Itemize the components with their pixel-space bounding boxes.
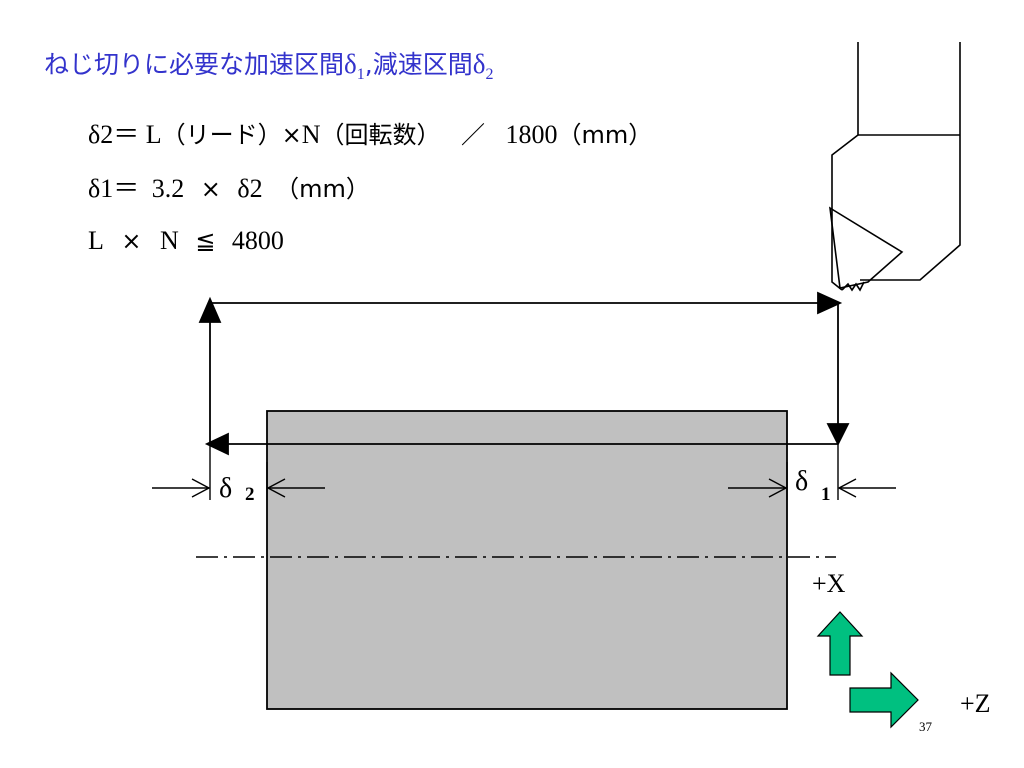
formula-delta2: δ2＝ L（リード）×N（回転数） ／ 1800（mm） <box>88 114 652 151</box>
x-axis-arrow <box>816 611 864 676</box>
f1-rev: （回転数） <box>320 121 441 149</box>
f3-value: 4800 <box>231 226 284 255</box>
title-delta2: δ <box>472 49 486 79</box>
f1-value: 1800 <box>505 120 558 149</box>
x-axis-label: +X <box>812 569 846 598</box>
tool-shank-right-edge <box>860 42 961 281</box>
f3-l: L <box>88 226 103 255</box>
f1-lhs: δ2＝ <box>88 120 140 149</box>
f1-slash: ／ <box>461 121 486 149</box>
f3-n: N <box>160 226 179 255</box>
delta1-dimension <box>728 478 896 498</box>
z-axis-label: +Z <box>960 689 991 718</box>
title-mid: ,減速区間 <box>364 50 473 79</box>
workpiece <box>266 410 788 710</box>
f2-lhs: δ1＝ <box>88 174 140 203</box>
delta1-outer-arrowhead <box>768 478 788 498</box>
delta1-inner-arrowhead <box>837 478 857 498</box>
plunge-arrowhead <box>826 423 850 447</box>
delta2-inner-arrowhead <box>266 478 286 498</box>
tool-tip <box>841 281 865 292</box>
delta2-label: δ <box>219 473 232 504</box>
title-prefix: ねじ切りに必要な加速区間 <box>44 50 345 79</box>
delta1-label: δ <box>795 466 808 497</box>
delta2-dimension <box>152 478 325 498</box>
f1-unit: （mm） <box>557 121 653 149</box>
f2-times: × <box>200 175 221 203</box>
tool-insert <box>829 206 904 289</box>
f2-delta: δ2 <box>237 174 263 203</box>
delta2-outer-arrowhead <box>191 478 211 498</box>
delta1-subscript: 1 <box>821 484 831 505</box>
title-sub1: 1 <box>356 66 365 83</box>
delta2-subscript: 2 <box>245 484 255 505</box>
tool-shank-left-edge <box>831 42 859 291</box>
z-axis-arrow <box>849 671 919 729</box>
f1-lead: （リード） <box>161 121 282 149</box>
f2-value: 3.2 <box>151 174 185 203</box>
retract-arrowhead <box>198 296 222 323</box>
f1-l: L <box>145 120 162 149</box>
dimension-extension-lines <box>209 444 839 500</box>
title-sub2: 2 <box>485 66 494 83</box>
page-number: 37 <box>919 719 933 734</box>
f3-leq: ≦ <box>195 227 216 255</box>
cutting-tool <box>829 42 961 292</box>
f1-times: × <box>281 121 302 149</box>
formula-limit: L × N ≦ 4800 <box>88 226 284 256</box>
cycle-path <box>198 291 850 456</box>
rapid-return-arrowhead <box>817 291 843 315</box>
f1-n: N <box>301 120 321 149</box>
f3-times: × <box>121 227 142 255</box>
slide-title: ねじ切りに必要な加速区間δ1,減速区間δ2 <box>44 45 493 84</box>
cutting-feed-arrowhead <box>204 432 229 456</box>
formula-delta1: δ1＝ 3.2 × δ2 （mm） <box>88 168 370 205</box>
title-delta1: δ <box>344 49 357 79</box>
f2-unit: （mm） <box>275 175 370 203</box>
